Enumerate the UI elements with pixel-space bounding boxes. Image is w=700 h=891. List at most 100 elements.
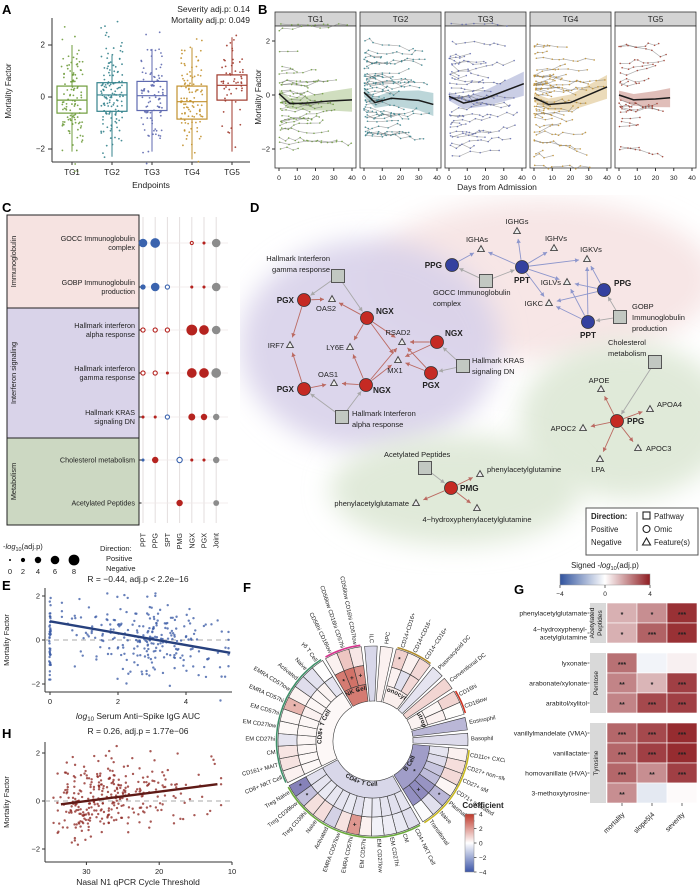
svg-text:−2: −2 — [31, 680, 40, 689]
network-node-ppt_b: PPT — [580, 315, 596, 340]
svg-text:R = 0.26, adj.p = 1.77e−06: R = 0.26, adj.p = 1.77e−06 — [88, 726, 189, 736]
svg-text:Signed -log10(adj.p): Signed -log10(adj.p) — [571, 561, 639, 572]
svg-text:***: *** — [678, 732, 686, 739]
svg-text:PPT: PPT — [514, 276, 530, 285]
panel-letter-g: G — [514, 582, 525, 597]
svg-text:+: + — [359, 673, 363, 680]
svg-text:2: 2 — [41, 41, 46, 50]
svg-text:−2: −2 — [261, 145, 270, 154]
svg-text:2: 2 — [266, 37, 270, 46]
svg-text:*: * — [293, 704, 296, 711]
svg-text:SPT: SPT — [163, 532, 172, 547]
svg-text:PMG: PMG — [175, 533, 184, 550]
svg-text:Eosinophil: Eosinophil — [469, 715, 496, 726]
boxplot-group-TG4 — [176, 20, 208, 163]
svg-text:30: 30 — [500, 175, 508, 182]
svg-text:LY6E: LY6E — [326, 343, 344, 352]
panel-letter-f: F — [243, 580, 251, 595]
svg-text:Mortality Factor: Mortality Factor — [255, 69, 263, 124]
svg-text:TG5: TG5 — [224, 168, 240, 177]
svg-text:PPT: PPT — [139, 532, 148, 547]
svg-text:10: 10 — [228, 867, 236, 876]
svg-text:Severity adj.p: 0.14: Severity adj.p: 0.14 — [177, 4, 250, 14]
svg-text:***: *** — [618, 752, 626, 759]
svg-text:0: 0 — [617, 175, 621, 182]
svg-text:−2: −2 — [479, 855, 487, 862]
svg-text:Hallmark interferon: Hallmark interferon — [74, 321, 135, 330]
svg-text:Negative: Negative — [106, 564, 136, 573]
svg-text:Cholesterol metabolism: Cholesterol metabolism — [60, 456, 135, 465]
svg-text:EM CD27low: EM CD27low — [242, 719, 277, 730]
svg-text:***: *** — [678, 682, 686, 689]
svg-text:40: 40 — [688, 175, 696, 182]
circos-segment: EM CD27hi — [379, 795, 399, 867]
svg-text:TG3: TG3 — [144, 168, 160, 177]
svg-text:40: 40 — [603, 175, 611, 182]
svg-text:GOBP Immunoglobulin: GOBP Immunoglobulin — [62, 278, 135, 287]
network-node-ighgs: IGHGs — [506, 217, 529, 235]
svg-text:0: 0 — [447, 175, 451, 182]
svg-text:***: *** — [648, 732, 656, 739]
svg-text:4: 4 — [479, 811, 483, 818]
svg-text:gamma response: gamma response — [272, 265, 330, 274]
svg-text:***: *** — [648, 702, 656, 709]
svg-text:PPG: PPG — [425, 261, 442, 270]
network-node-igkvs: IGKVs — [580, 245, 602, 263]
svg-text:alpha response: alpha response — [86, 330, 135, 339]
svg-text:Pentose: Pentose — [593, 671, 600, 696]
svg-text:phenylacetylglutamine: phenylacetylglutamine — [487, 465, 561, 474]
svg-text:GOCC Immunoglobulin: GOCC Immunoglobulin — [61, 234, 135, 243]
svg-text:2: 2 — [116, 697, 120, 706]
svg-text:homovanillate (HVA): homovanillate (HVA) — [525, 771, 587, 778]
svg-text:lyxonate: lyxonate — [562, 661, 588, 668]
svg-text:CD16hi: CD16hi — [458, 684, 478, 698]
svg-text:TG2: TG2 — [393, 15, 409, 24]
svg-text:CD14+CD16+: CD14+CD16+ — [400, 612, 417, 649]
network-node-acet_sq: Acetylated Peptides — [384, 450, 451, 475]
svg-text:−4: −4 — [556, 591, 564, 598]
svg-text:Cholesterol: Cholesterol — [608, 338, 646, 347]
network-node-apoc3: APOC3 — [633, 443, 671, 453]
svg-text:40: 40 — [433, 175, 441, 182]
svg-text:2: 2 — [21, 567, 25, 576]
svg-text:IGLVs: IGLVs — [541, 278, 562, 287]
svg-text:Mortality Factor: Mortality Factor — [2, 614, 11, 666]
svg-text:OAS1: OAS1 — [318, 370, 338, 379]
network-node-pgx_tl: PGX — [277, 293, 311, 307]
svg-text:10: 10 — [378, 175, 386, 182]
network-node-ngx_b: NGX — [359, 378, 391, 395]
network-node-igkc: IGKC — [525, 298, 554, 308]
svg-text:20: 20 — [567, 175, 575, 182]
circos-segment: ILC — [364, 634, 378, 702]
svg-text:PMG: PMG — [460, 484, 479, 493]
svg-text:*: * — [438, 792, 441, 799]
svg-text:Direction:: Direction: — [100, 544, 132, 553]
svg-text:APOC3: APOC3 — [646, 444, 671, 453]
svg-text:IGKC: IGKC — [525, 299, 544, 308]
network-node-iglvs: IGLVs — [541, 277, 572, 287]
svg-text:TG4: TG4 — [563, 15, 579, 24]
svg-text:complex: complex — [108, 243, 135, 252]
svg-text:LPA: LPA — [591, 465, 605, 474]
svg-text:PGX: PGX — [200, 533, 209, 548]
network-node-apoc2: APOC2 — [551, 423, 588, 433]
svg-text:Basophil: Basophil — [471, 736, 493, 742]
svg-text:*: * — [299, 783, 302, 790]
svg-text:10: 10 — [548, 175, 556, 182]
svg-text:gamma response: gamma response — [79, 373, 135, 382]
svg-text:TG1: TG1 — [308, 15, 324, 24]
svg-text:EM CD27hi: EM CD27hi — [388, 837, 399, 867]
panel-letter-d: D — [250, 200, 260, 215]
svg-text:40: 40 — [348, 175, 356, 182]
network-node-ighvs: IGHVs — [545, 234, 567, 252]
svg-text:0: 0 — [36, 636, 40, 645]
svg-text:4: 4 — [36, 567, 40, 576]
svg-text:IRF7: IRF7 — [268, 341, 284, 350]
svg-text:***: *** — [678, 632, 686, 639]
